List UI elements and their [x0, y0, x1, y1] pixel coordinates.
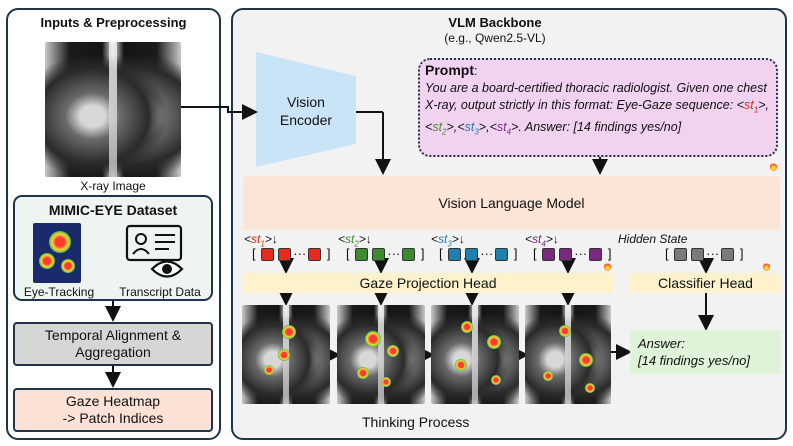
vision-encoder-line1: Vision	[287, 94, 325, 110]
eye-tracking-label: Eye-Tracking	[23, 285, 95, 299]
classifier-head-label: Classifier Head	[658, 275, 753, 291]
chest-xray-image	[45, 42, 181, 177]
vlm-backbone-subtitle: (e.g., Qwen2.5-VL)	[444, 31, 546, 45]
thinking-token-label-4: <st4>↓	[525, 232, 559, 249]
thinking-token-group-4: [ ··· ]	[533, 246, 612, 262]
prompt-token-st2: <st2>,	[425, 119, 458, 137]
answer-box: Answer: [14 findings yes/no]	[630, 330, 781, 374]
left-flow-arrows	[105, 301, 121, 388]
fire-icon	[763, 262, 770, 271]
id-card-icon	[125, 224, 183, 262]
fire-icon	[770, 162, 777, 171]
answer-line1: Answer:	[638, 336, 685, 351]
gaze-heatmap-image	[525, 305, 611, 404]
answer-line2: [14 findings yes/no]	[638, 353, 751, 368]
fire-icon	[604, 262, 611, 271]
prompt-heading-colon: :	[474, 64, 478, 78]
gaze-heatmap-line2: -> Patch Indices	[62, 410, 164, 426]
vision-encoder-shape	[256, 52, 356, 167]
prompt-heading: Prompt	[425, 62, 474, 78]
eye-tracking-image	[33, 223, 81, 283]
vlm-backbone-title: VLM Backbone	[448, 15, 542, 30]
prompt-body-part1: You are a board-certified thoracic radio…	[425, 81, 767, 112]
vision-encoder-label: Vision Encoder	[262, 93, 350, 129]
gaze-heatmap-box: Gaze Heatmap -> Patch Indices	[13, 388, 213, 432]
vlm-box: Vision Language Model	[243, 176, 780, 230]
prompt-token-st3: <st3>,	[457, 119, 490, 137]
thinking-token-group-2: [ ··· ]	[346, 246, 425, 262]
dataset-title: MIMIC-EYE Dataset	[48, 202, 178, 218]
hidden-state-tokens: [ ··· ]	[665, 246, 744, 262]
thinking-token-label-3: <st3>↓	[431, 232, 465, 249]
gaze-heatmap-image	[431, 305, 519, 404]
vlm-label: Vision Language Model	[438, 195, 585, 211]
inputs-panel-title: Inputs & Preprocessing	[40, 15, 187, 30]
gaze-heatmap-image	[337, 305, 425, 404]
temporal-alignment-box: Temporal Alignment & Aggregation	[13, 322, 213, 366]
classifier-head: Classifier Head	[629, 273, 782, 293]
prompt-box	[418, 58, 778, 157]
transcript-label: Transcript Data	[119, 285, 201, 299]
gaze-projection-head-label: Gaze Projection Head	[359, 275, 497, 291]
hidden-state-label: Hidden State	[618, 232, 688, 246]
gaze-projection-head: Gaze Projection Head	[243, 273, 613, 293]
thinking-token-label-2: <st2>↓	[338, 232, 372, 249]
thinking-token-label-1: <st1>↓	[244, 232, 278, 249]
prompt-token-st1: <st1>,	[736, 98, 769, 115]
prompt-text: Prompt: You are a board-certified thorac…	[425, 62, 770, 140]
prompt-token-st4: <st4>.	[489, 119, 522, 137]
gaze-heatmap-line1: Gaze Heatmap	[65, 393, 161, 409]
thinking-process-label: Thinking Process	[362, 414, 470, 430]
xray-caption: X-ray Image	[80, 179, 146, 193]
prompt-body-part2: Answer: [14 findings yes/no]	[521, 119, 682, 134]
vision-encoder-line2: Encoder	[279, 112, 333, 128]
gaze-heatmap-image	[242, 305, 330, 404]
temporal-alignment-label: Temporal Alignment & Aggregation	[44, 327, 182, 360]
thinking-token-group-3: [ ··· ]	[439, 246, 518, 262]
thinking-token-group-1: [ ··· ]	[252, 246, 331, 262]
eye-icon	[150, 260, 184, 278]
